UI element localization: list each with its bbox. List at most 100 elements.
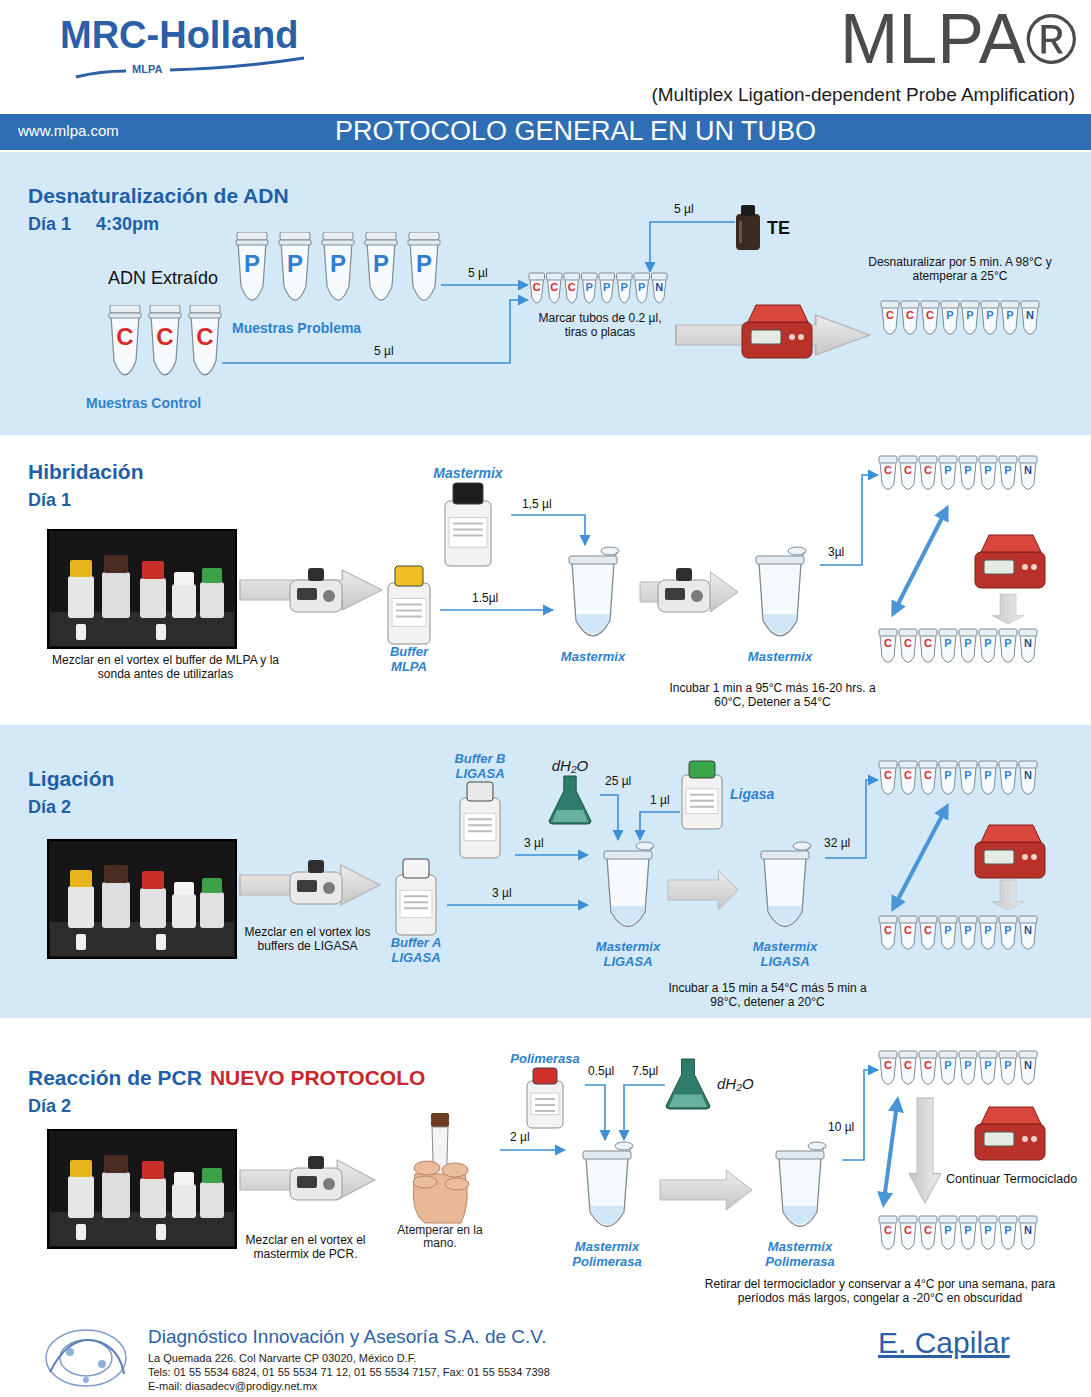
vortex-mixer <box>290 1156 342 1200</box>
tube-letter: C <box>898 1060 918 1071</box>
volume-label: 2 µl <box>508 1130 532 1144</box>
reagent-item: Atemperar en la mano. <box>380 1112 500 1251</box>
tube-letter: N <box>1018 465 1038 476</box>
section-heading: Hibridación <box>28 460 144 484</box>
step-note: Marcar tubos de 0.2 µl, tiras o placas <box>530 312 670 340</box>
tube-letter: P <box>938 1060 958 1071</box>
strip-outline <box>880 300 1040 340</box>
tube-letter: P <box>998 638 1018 649</box>
step-note: Mezclar en el vortex los buffers de LIGA… <box>240 926 375 954</box>
strip-outline <box>878 628 1038 668</box>
sample-tube: C <box>108 305 142 387</box>
tube-letter: P <box>958 925 978 936</box>
reagent-caption: Mastermix <box>561 650 625 665</box>
flow-arrow <box>992 880 1024 910</box>
reagent-caption: Mastermix Polimerasa <box>758 1240 842 1269</box>
tube-letter: P <box>938 770 958 781</box>
strip-outline <box>878 760 1038 800</box>
tube-letter: N <box>1018 1060 1038 1071</box>
strip-outline <box>878 1050 1038 1090</box>
mix-picture <box>752 545 808 650</box>
tube-strip: CCCPPPPN <box>878 628 1038 668</box>
tube-strip: CCCPPPPN <box>878 760 1038 800</box>
tube-letter: C <box>878 1060 898 1071</box>
tube-letter: P <box>958 770 978 781</box>
tube-letter: C <box>878 638 898 649</box>
reagent-caption: Buffer B LIGASA <box>445 752 515 781</box>
step-note: Retirar del termociclador y conservar a … <box>680 1278 1080 1306</box>
company-logo <box>46 1330 126 1386</box>
transfer-arrow <box>515 854 588 856</box>
step-note: Continuar Termociclado <box>946 1172 1077 1186</box>
reagent-caption: dH₂O <box>552 758 589 775</box>
volume-label: 32 µl <box>822 836 852 850</box>
tube-letter: P <box>940 310 960 321</box>
tube-letter: N <box>1018 925 1038 936</box>
tube-letter: P <box>980 310 1000 321</box>
transfer-arrow <box>447 904 588 906</box>
volume-label: 1.5µl <box>470 591 500 605</box>
tube-letter: P <box>998 1060 1018 1071</box>
thermocycler <box>975 535 1045 588</box>
transfer-arrow <box>650 222 735 272</box>
volume-label: 7.5µl <box>630 1064 660 1078</box>
product-name: MLPA® <box>840 4 1077 74</box>
tube-letter: P <box>958 465 978 476</box>
volume-label: 0.5µl <box>586 1064 616 1078</box>
company-name: Diagnóstico Innovación y Asesoría S.A. d… <box>148 1326 547 1348</box>
transfer-arrow <box>820 475 878 565</box>
section-ground <box>0 725 1091 1018</box>
reagent-caption: Mastermix Polimerasa <box>565 1240 649 1269</box>
reagent-caption: Mastermix <box>748 650 812 665</box>
brand-logo: MRC-Holland <box>60 14 299 58</box>
tube-letter: C <box>918 770 938 781</box>
volume-label: 3 µl <box>522 836 546 850</box>
volume-label: 5 µl <box>466 266 490 280</box>
section-band: Desnaturalización de ADNDía 14:30pmCCCPP… <box>0 152 1091 435</box>
tube-strip: CCCPPPPN <box>878 915 1038 955</box>
tube-letter: P <box>958 1225 978 1236</box>
transfer-arrow <box>842 1070 878 1160</box>
tube-letter: P <box>278 252 312 276</box>
transfer-arrow <box>500 1149 565 1151</box>
tube-letter: P <box>598 282 616 293</box>
mix-arrow <box>884 1104 897 1200</box>
section-ground <box>0 152 1091 435</box>
tube-letter: C <box>898 465 918 476</box>
mix-arrow <box>895 512 945 610</box>
te-picture <box>735 205 761 251</box>
sample-tube: C <box>188 305 222 387</box>
next-step: E. Capilar <box>878 1326 1010 1361</box>
tube-letter: C <box>918 925 938 936</box>
tube-letter: P <box>978 1060 998 1071</box>
company-address: La Quemada 226. Col Narvarte CP 03020, M… <box>148 1352 416 1365</box>
reagent-item: TE <box>735 205 790 251</box>
mix-picture <box>565 545 621 650</box>
flow-arrow <box>660 1170 752 1210</box>
transfer-arrow <box>222 300 528 363</box>
reagent-item: Mastermix LIGASA <box>588 840 668 969</box>
product-subtitle: (Multiplex Ligation-dependent Probe Ampl… <box>651 84 1075 106</box>
tube-letter: C <box>898 1225 918 1236</box>
volume-label: 25 µl <box>603 774 633 788</box>
tube-strip: CCCPPPPN <box>878 1050 1038 1090</box>
tube-letter: C <box>918 1225 938 1236</box>
tube-strip: CCCPPPPN <box>878 455 1038 495</box>
thermocycler <box>975 1107 1045 1160</box>
transfer-arrow <box>640 812 680 840</box>
reagent-caption: Mastermix LIGASA <box>588 940 668 969</box>
bottle-picture <box>394 858 438 936</box>
strip-outline <box>878 915 1038 955</box>
reagent-item: Mastermix <box>740 545 820 665</box>
tube-letter: P <box>978 1225 998 1236</box>
tube-strip: CCCPPPPN <box>528 272 668 308</box>
reagent-item: Mastermix <box>553 545 633 665</box>
title-bar <box>0 114 1091 150</box>
reagent-caption: Mastermix <box>433 466 502 482</box>
tube-letter: P <box>1000 310 1020 321</box>
section-flag: NUEVO PROTOCOLO <box>210 1066 425 1090</box>
reagent-caption: Buffer MLPA <box>378 645 440 674</box>
tube-letter: P <box>235 252 269 276</box>
tube-letter: P <box>978 925 998 936</box>
reagent-item: Buffer A LIGASA <box>385 858 447 965</box>
